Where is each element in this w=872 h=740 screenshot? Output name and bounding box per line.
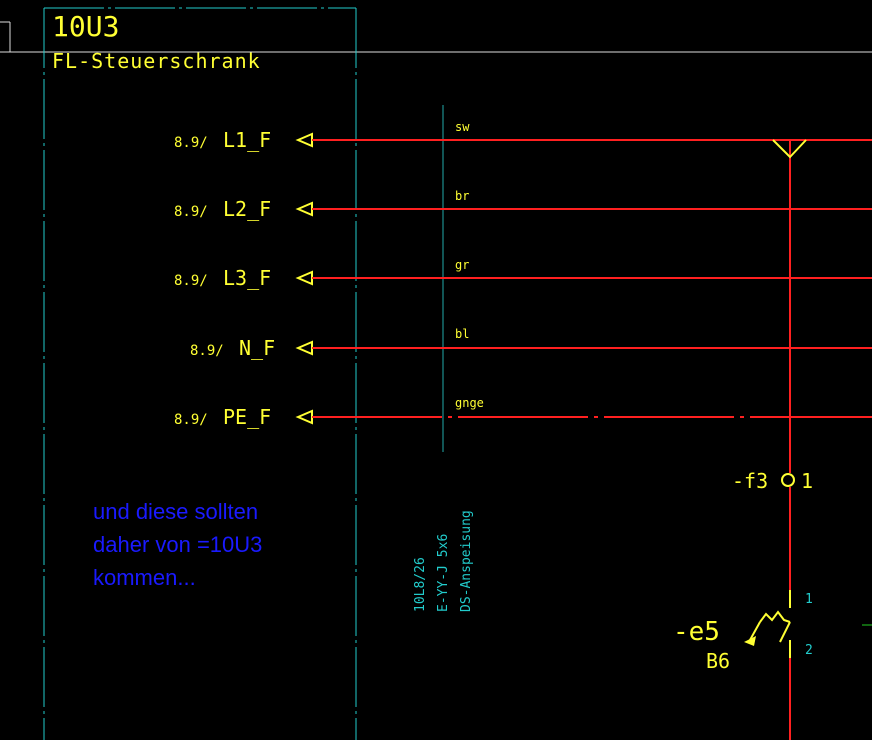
- junction-hook-icon: [772, 139, 807, 159]
- terminal-row-l2: 8.9/ L2_F br: [174, 189, 872, 221]
- cable-purpose-label: DS-Anspeisung: [459, 510, 474, 612]
- terminal-row-pe: 8.9/ PE_F gnge: [174, 396, 872, 429]
- terminal-row-l3: 8.9/ L3_F gr: [174, 258, 872, 290]
- breaker-rating: B6: [706, 649, 730, 673]
- cable-id: 10L8/26: [413, 557, 428, 612]
- cable-label: 10L8/26: [413, 557, 428, 612]
- terminal-ref: 8.9/: [190, 343, 224, 359]
- switch-terminal-icon: [781, 473, 795, 487]
- breaker-label: -e5: [673, 617, 720, 647]
- terminal-name: L3_F: [223, 266, 271, 290]
- annotation-line: daher von =10U3: [93, 532, 263, 557]
- wire-color-code: bl: [455, 327, 469, 341]
- breaker-symbol-icon: [749, 590, 791, 658]
- annotation-note: und diese sollten daher von =10U3 kommen…: [93, 495, 262, 594]
- wire-color-code: gr: [455, 258, 469, 272]
- annotation-line: und diese sollten: [93, 499, 259, 524]
- terminal-arrow-icon: [295, 201, 313, 217]
- annotation-line: kommen...: [93, 565, 196, 590]
- breaker-pin-bottom: 2: [805, 643, 813, 658]
- terminal-name: L2_F: [223, 197, 271, 221]
- breaker-pin-top: 1: [805, 592, 813, 607]
- wire-color-code: gnge: [455, 396, 484, 410]
- wire-color-code: br: [455, 189, 469, 203]
- terminal-ref: 8.9/: [174, 135, 208, 151]
- terminal-row-l1: 8.9/ L1_F sw: [174, 120, 872, 152]
- terminal-ref: 8.9/: [174, 412, 208, 428]
- terminal-name: N_F: [239, 336, 275, 360]
- switch-label: -f3: [732, 469, 768, 493]
- wire-color-code: sw: [455, 120, 470, 134]
- cable-type: E-YY-J 5x6: [436, 534, 451, 612]
- breaker-trip-arrow-icon: [744, 636, 756, 646]
- terminal-arrow-icon: [295, 270, 313, 286]
- cable-type-label: E-YY-J 5x6: [436, 534, 451, 612]
- terminal-arrow-icon: [295, 132, 313, 148]
- terminal-row-n: 8.9/ N_F bl: [190, 327, 872, 360]
- terminal-ref: 8.9/: [174, 273, 208, 289]
- cable-purpose: DS-Anspeisung: [459, 510, 474, 612]
- cabinet-name: FL-Steuerschrank: [52, 49, 261, 73]
- cabinet-id: 10U3: [52, 10, 119, 43]
- terminal-ref: 8.9/: [174, 204, 208, 220]
- terminal-name: PE_F: [223, 405, 271, 429]
- switch-pin: 1: [801, 469, 813, 493]
- terminal-name: L1_F: [223, 128, 271, 152]
- terminal-arrow-icon: [295, 340, 313, 356]
- terminal-arrow-icon: [295, 409, 313, 425]
- cabinet-frame: [43, 7, 357, 740]
